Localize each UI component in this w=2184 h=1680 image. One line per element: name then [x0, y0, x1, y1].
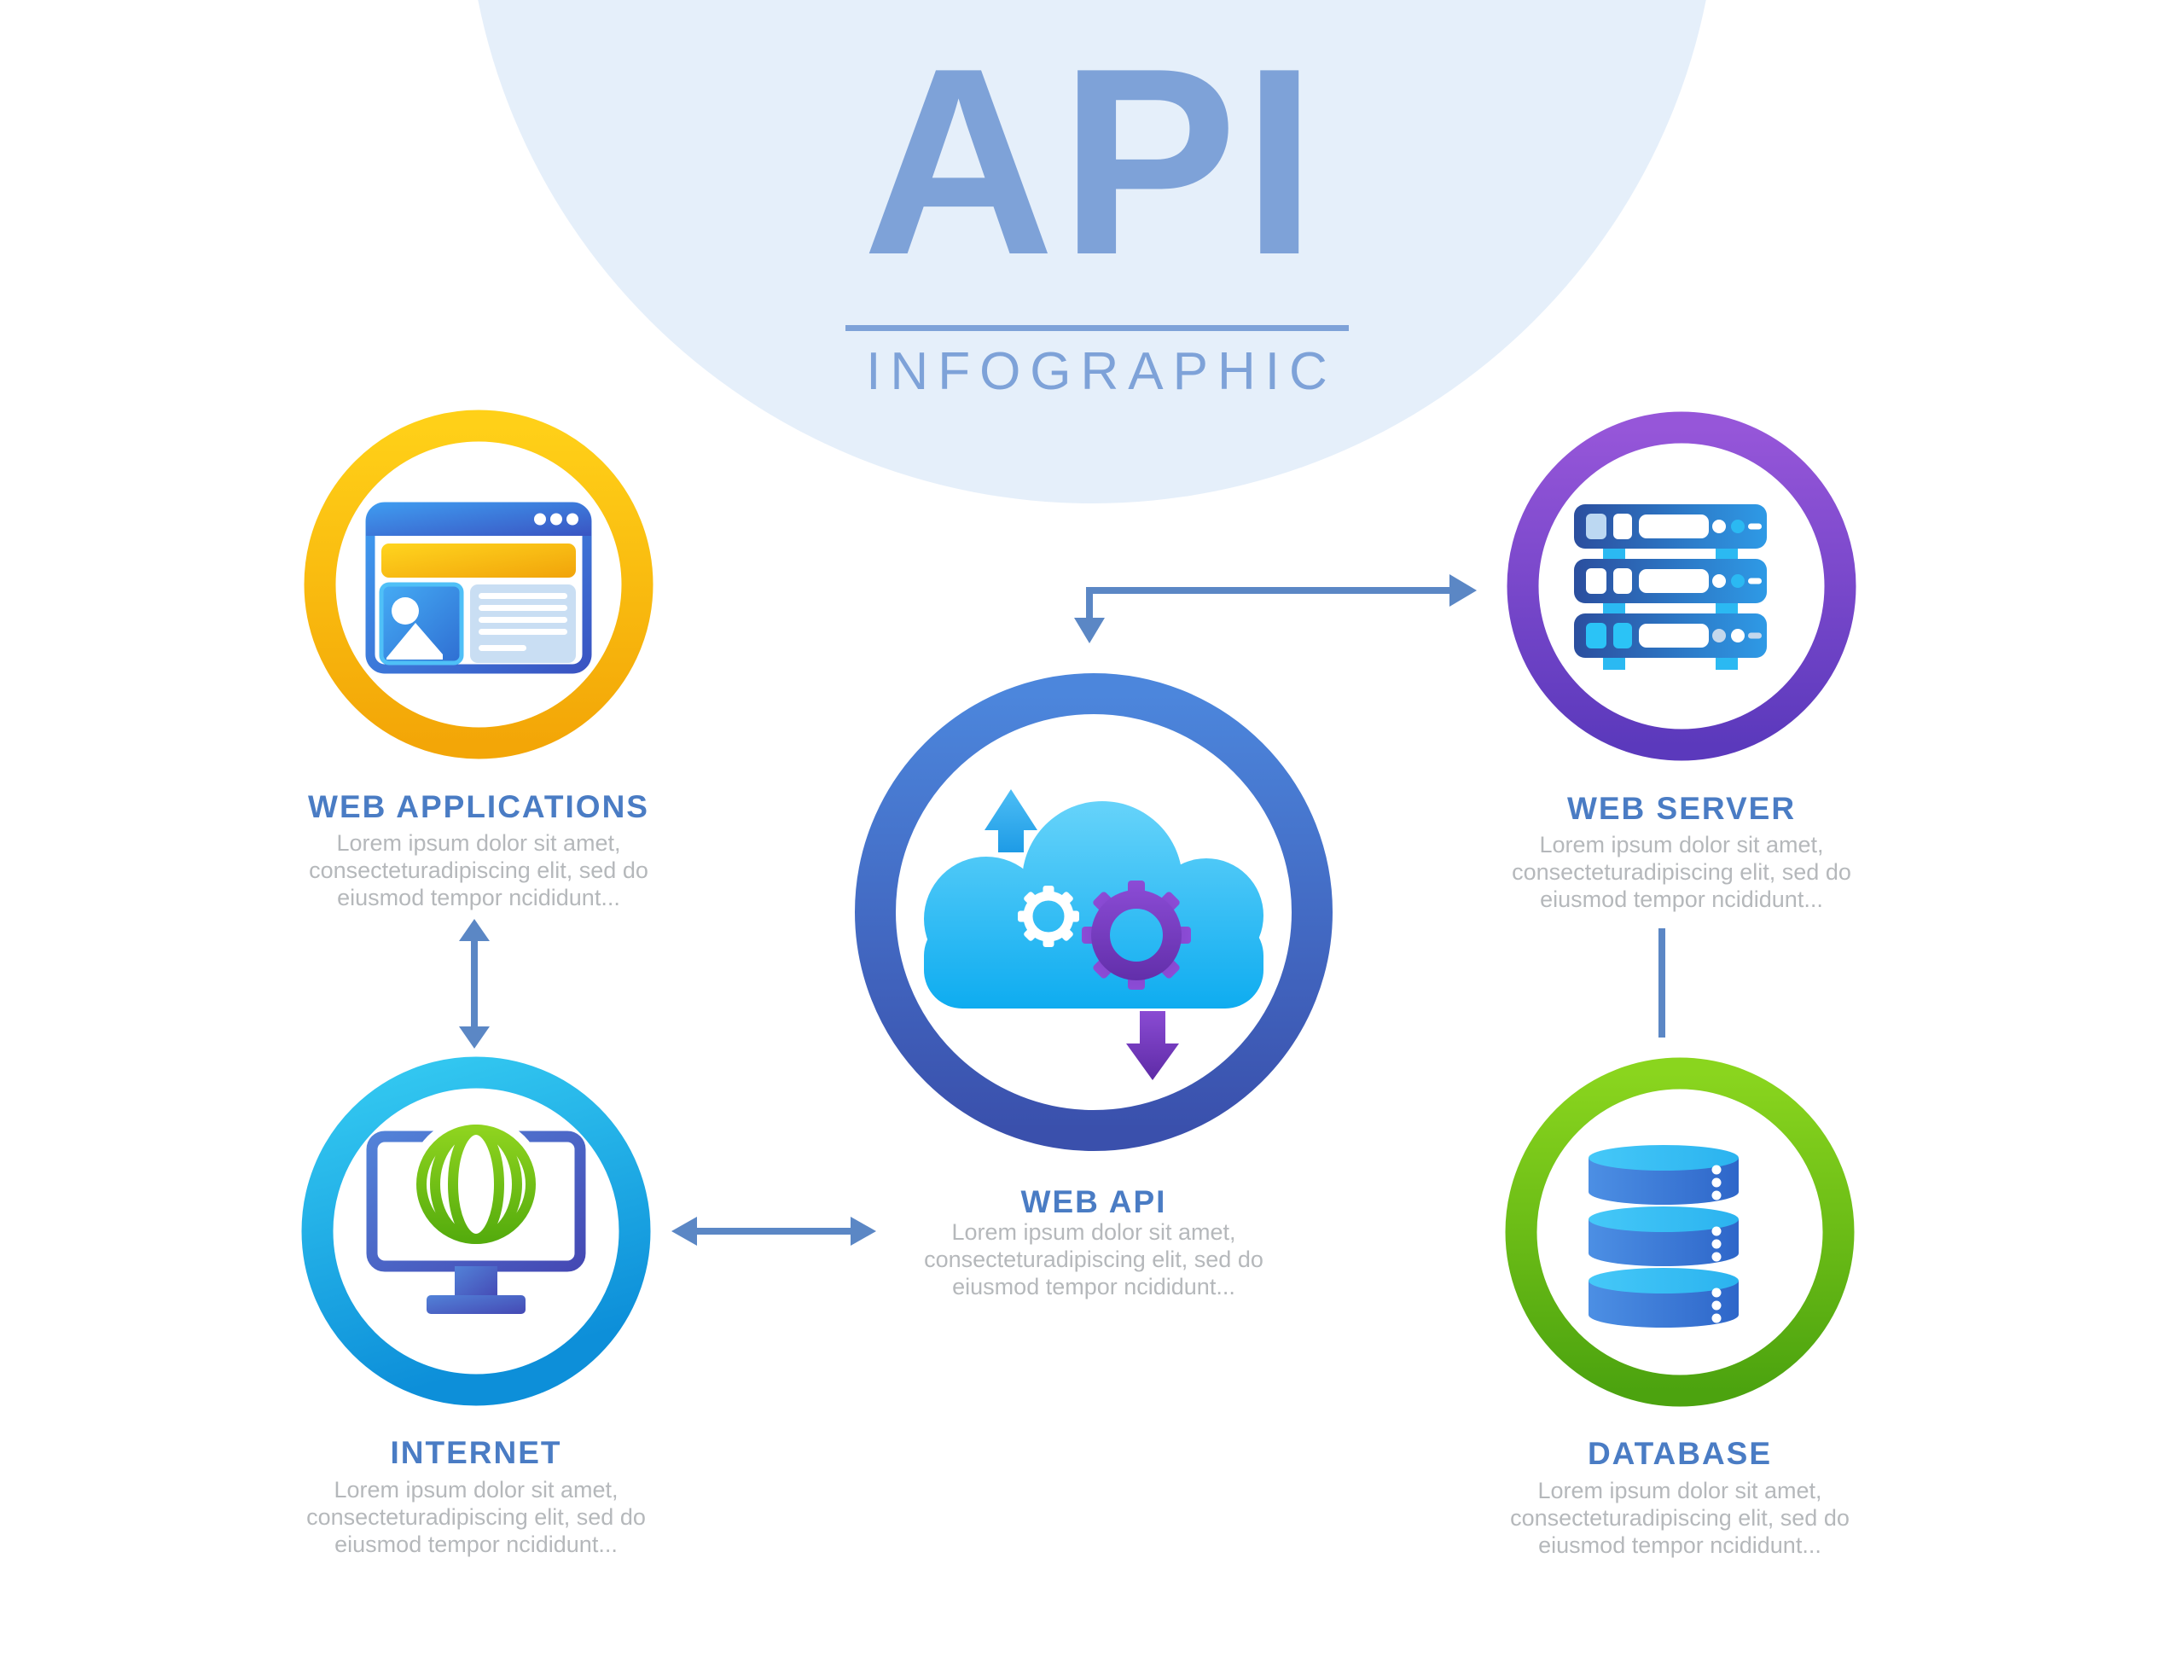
title-underline — [845, 325, 1349, 331]
small-gear-icon — [1018, 886, 1079, 947]
cloud-gears-icon — [924, 789, 1263, 1080]
web-api-description: Lorem ipsum dolor sit amet, consectetura… — [924, 1219, 1263, 1299]
database-description: Lorem ipsum dolor sit amet, consectetura… — [1510, 1478, 1850, 1558]
browser-window-icon — [365, 502, 592, 674]
web-server-label: WEB SERVER — [1566, 791, 1797, 826]
internet-label: INTERNET — [390, 1435, 562, 1470]
upload-arrow-icon — [985, 789, 1037, 852]
globe-icon — [416, 1125, 536, 1244]
cloud-shape — [924, 801, 1263, 1009]
web-applications-description: Lorem ipsum dolor sit amet, consectetura… — [309, 830, 648, 910]
download-arrow-icon — [1126, 1011, 1179, 1080]
web-api-label: WEB API — [1020, 1184, 1167, 1219]
monitor-globe-icon — [366, 1118, 586, 1314]
large-gear-icon — [1082, 881, 1191, 990]
web-server-description: Lorem ipsum dolor sit amet, consectetura… — [1512, 832, 1851, 912]
database-cylinders-icon — [1589, 1145, 1739, 1328]
web-applications-label: WEB APPLICATIONS — [308, 789, 649, 824]
internet-description: Lorem ipsum dolor sit amet, consectetura… — [306, 1477, 646, 1557]
page-title: API — [862, 14, 1322, 311]
page-subtitle: INFOGRAPHIC — [866, 342, 1337, 401]
database-label: DATABASE — [1587, 1436, 1773, 1471]
server-rack-icon — [1574, 504, 1767, 670]
line-webserver-database — [1658, 928, 1665, 1038]
